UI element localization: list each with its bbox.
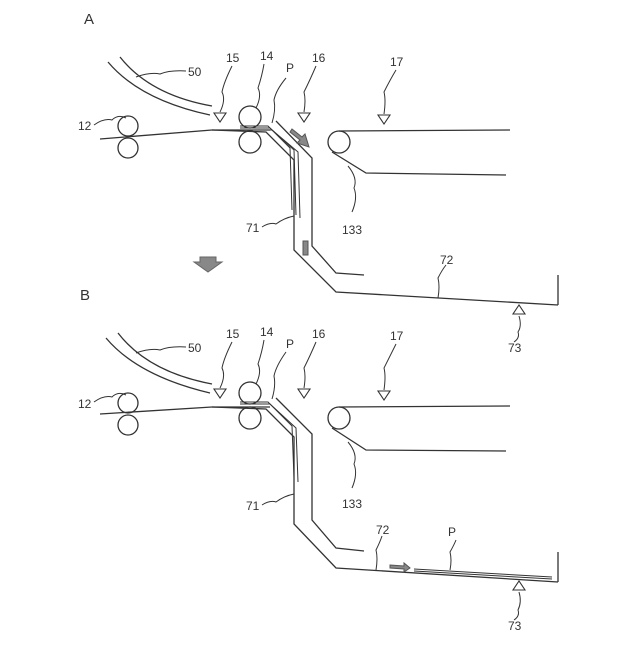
leader-133 [348, 442, 356, 488]
sensor-73-triangle [513, 581, 525, 590]
guide-71-left-wall [212, 130, 558, 305]
transport-line-entry [100, 130, 212, 139]
label-50: 50 [188, 341, 202, 355]
guide-71-left-wall [212, 407, 558, 582]
label-72: 72 [376, 523, 390, 537]
leader-16 [304, 66, 316, 112]
panel-label-b: B [80, 287, 90, 304]
sensor-16-triangle [298, 389, 310, 398]
label-p: P [286, 61, 294, 75]
leader-16 [304, 342, 316, 388]
roller-133 [328, 131, 350, 153]
label-12: 12 [78, 119, 92, 133]
roller-12-lower [118, 138, 138, 158]
label-16: 16 [312, 327, 326, 341]
label-14: 14 [260, 325, 274, 339]
leader-17 [384, 70, 396, 114]
sensor-73-triangle [513, 305, 525, 314]
sensor-17-triangle [378, 391, 390, 400]
label-p: P [286, 337, 294, 351]
guide-71-right-wall [276, 398, 364, 551]
sensor-16-triangle [298, 113, 310, 122]
panel-a: A [78, 11, 558, 355]
label-15: 15 [226, 327, 240, 341]
leader-15 [220, 342, 232, 388]
label-73: 73 [508, 619, 522, 633]
transport-line-entry [100, 407, 212, 414]
roller-12-upper [118, 393, 138, 413]
leader-15 [220, 66, 232, 112]
leader-73 [514, 592, 520, 620]
sensor-15-triangle [214, 113, 226, 122]
roller-12-lower [118, 415, 138, 435]
label-16: 16 [312, 51, 326, 65]
label-p-tray: P [448, 525, 456, 539]
conveyor-133-bottom [332, 428, 506, 451]
leader-17 [384, 344, 396, 390]
leader-133 [348, 166, 356, 212]
movement-arrow-down [303, 241, 308, 255]
panel-transition-arrow [194, 257, 222, 272]
sensor-15-triangle [214, 389, 226, 398]
leader-50 [136, 71, 186, 77]
panel-b: B [78, 287, 558, 633]
panel-label-a: A [84, 11, 94, 28]
sensor-17-triangle [378, 115, 390, 124]
label-72: 72 [440, 253, 454, 267]
sheet-p-on-tray-1 [414, 569, 552, 577]
leader-14 [256, 64, 264, 108]
conveyor-133-top [339, 406, 510, 407]
leader-p-tray [450, 540, 456, 570]
label-50: 50 [188, 65, 202, 79]
roller-14-upper [239, 106, 261, 128]
label-133: 133 [342, 223, 362, 237]
leader-72 [438, 265, 446, 298]
label-133: 133 [342, 497, 362, 511]
label-14: 14 [260, 49, 274, 63]
roller-14-lower [239, 131, 261, 153]
leader-50 [136, 347, 186, 353]
roller-12-upper [118, 116, 138, 136]
label-71: 71 [246, 499, 260, 513]
leader-71 [262, 494, 294, 505]
roller-14-lower [239, 407, 261, 429]
roller-133 [328, 407, 350, 429]
leader-p [272, 78, 286, 123]
roller-14-upper [239, 382, 261, 404]
conveyor-133-bottom [332, 152, 506, 175]
leader-p [272, 352, 286, 399]
leader-71 [262, 216, 294, 227]
leader-14 [256, 340, 264, 384]
leader-73 [514, 316, 520, 342]
movement-arrow-right [390, 563, 410, 572]
label-73: 73 [508, 341, 522, 355]
label-71: 71 [246, 221, 260, 235]
label-12: 12 [78, 397, 92, 411]
leader-72 [376, 536, 382, 570]
label-17: 17 [390, 329, 404, 343]
label-17: 17 [390, 55, 404, 69]
conveyor-133-top [339, 130, 510, 131]
label-15: 15 [226, 51, 240, 65]
